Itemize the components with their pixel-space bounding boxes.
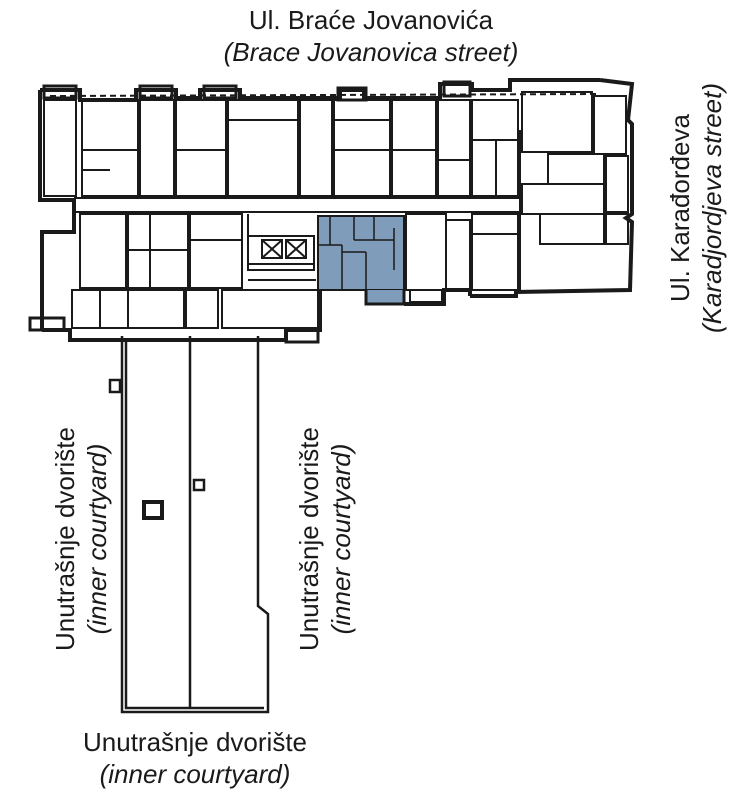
bottom-courtyard-name: Unutrašnje dvorište [83,727,307,757]
bottom-courtyard-label: Unutrašnje dvorište (inner courtyard) [0,726,390,790]
corridor [74,130,521,290]
facade-line [49,93,601,97]
facade-balconies [28,80,472,344]
courtyard-podium [108,336,270,714]
west-wing-walls [71,213,319,329]
top-street-name: Ul. Braće Jovanovića [248,5,494,35]
top-street-label: Ul. Braće Jovanovića (Brace Jovanovica s… [0,4,742,68]
highlighted-unit-inner-walls [318,216,395,290]
east-wing-walls [405,91,629,303]
highlighted-unit-balcony [364,290,406,306]
north-wing-walls [43,99,519,197]
bottom-courtyard-name-en: (inner courtyard) [99,759,291,789]
highlighted-unit[interactable] [317,215,405,291]
top-street-name-en: (Brace Jovanovica street) [223,37,519,67]
stair-core [247,235,315,271]
